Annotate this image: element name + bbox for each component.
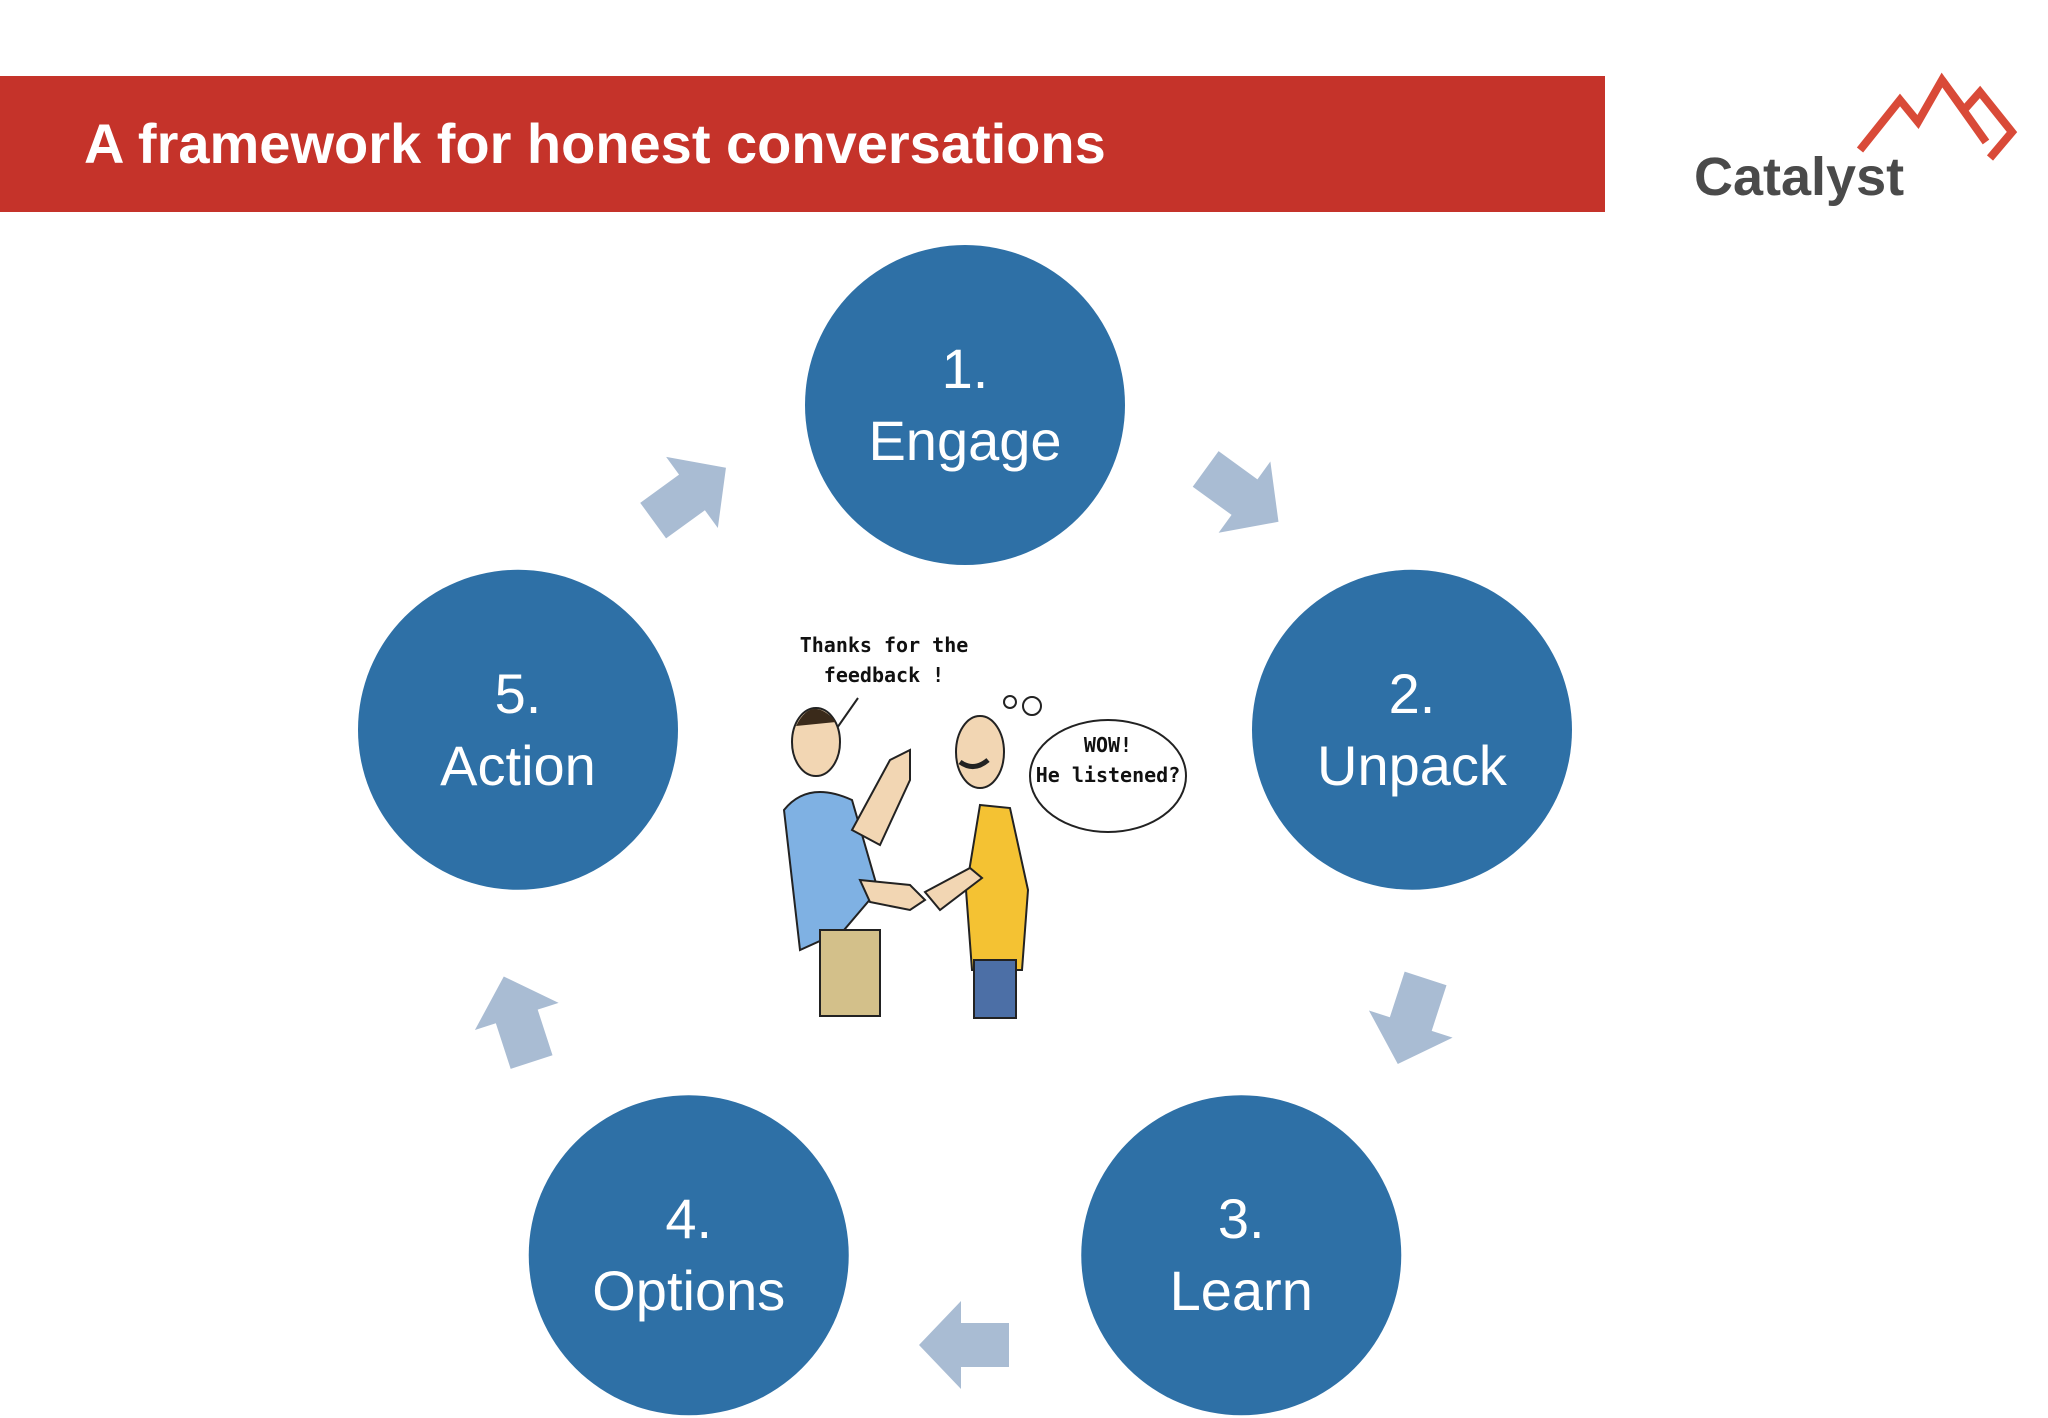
catalyst-logo: Catalyst — [1690, 70, 2020, 220]
cycle-arrow — [1368, 971, 1453, 1064]
step-circle-engage — [805, 245, 1125, 565]
cycle-arrow — [640, 456, 726, 539]
title-bar: A framework for honest conversations — [0, 76, 1605, 212]
step-number: 1. — [941, 337, 989, 400]
cycle-arrow — [1192, 451, 1279, 533]
step-circle-learn — [1081, 1095, 1402, 1416]
mountain-peaks-icon — [1856, 72, 2018, 161]
step-number: 3. — [1217, 1187, 1265, 1251]
step-action-label: 5. Action — [358, 658, 678, 802]
step-number: 5. — [494, 661, 542, 725]
step-learn-label: 3. Learn — [1081, 1183, 1401, 1327]
step-circle-action — [358, 569, 679, 890]
logo-wordmark: Catalyst — [1694, 147, 1905, 207]
step-options-label: 4. Options — [529, 1183, 849, 1327]
step-number: 4. — [665, 1187, 713, 1251]
speech-bubble-text: Thanks for the feedback ! — [799, 633, 969, 687]
cycle-arrow — [919, 1301, 1009, 1389]
step-circle-options — [528, 1095, 849, 1416]
thought-bubble-text: WOW! He listened? — [1035, 733, 1181, 787]
handshake-cartoon-icon: Thanks for the feedback ! WOW! He listen… — [760, 630, 1200, 1020]
step-engage-label: 1. Engage — [805, 333, 1125, 477]
step-name: Action — [440, 733, 596, 797]
step-name: Learn — [1169, 1259, 1313, 1323]
page-title: A framework for honest conversations — [84, 112, 1106, 175]
step-circle-unpack — [1251, 569, 1572, 890]
step-name: Unpack — [1317, 733, 1507, 797]
step-name: Engage — [868, 409, 1062, 472]
step-number: 2. — [1388, 661, 1436, 725]
step-name: Options — [592, 1259, 786, 1323]
step-unpack-label: 2. Unpack — [1252, 658, 1572, 802]
cycle-arrow — [474, 976, 559, 1069]
